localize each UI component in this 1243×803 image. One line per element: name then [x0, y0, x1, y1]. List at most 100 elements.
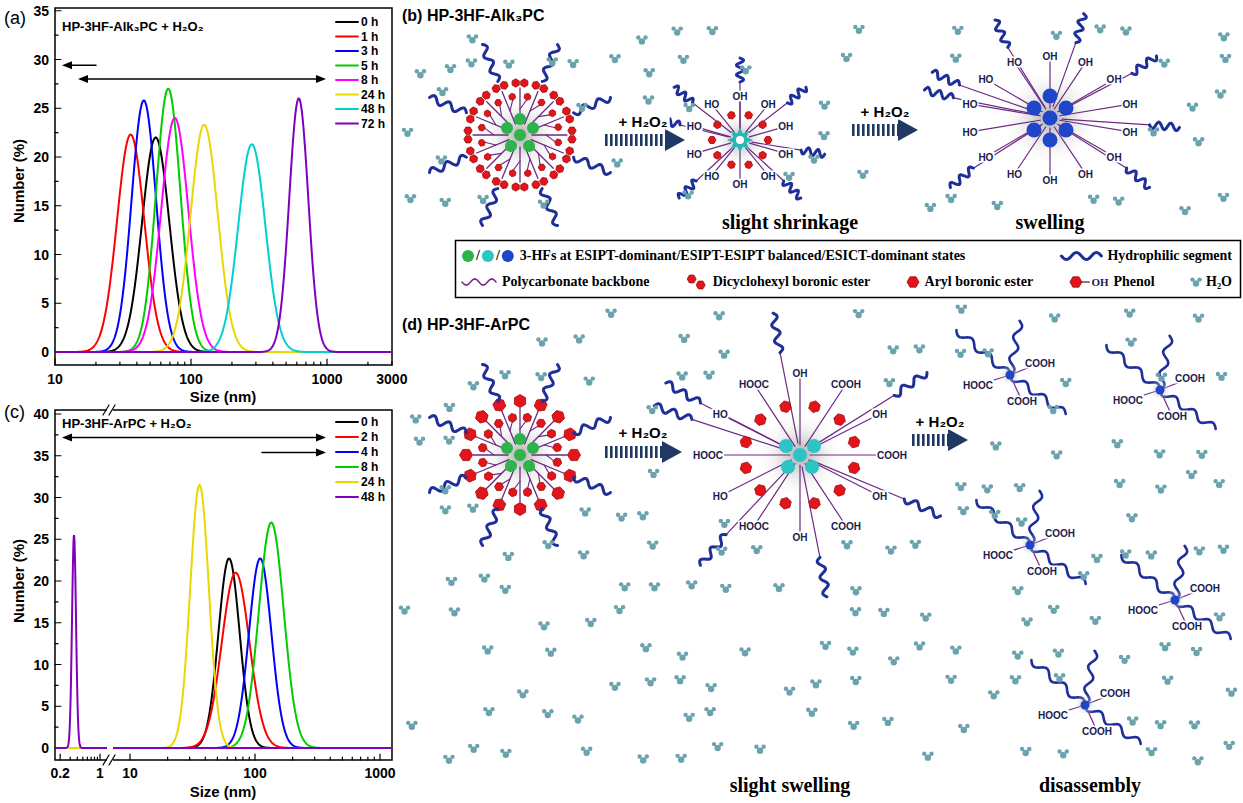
- axis-break-mark: [103, 755, 109, 765]
- water-molecule: [850, 676, 854, 680]
- water-molecule: [848, 721, 852, 725]
- dicyclohexyl-boronic-ester: [566, 147, 574, 155]
- water-molecule: [468, 381, 472, 385]
- legend-label: 5 h: [361, 59, 378, 73]
- size-curve: [56, 523, 391, 748]
- label: 40: [33, 406, 49, 422]
- water-molecule: [674, 675, 678, 679]
- dicyclohexyl-boronic-ester: [550, 91, 558, 99]
- axis-tick: [149, 362, 150, 365]
- trend-arrow: [262, 452, 322, 454]
- water-molecule: [1085, 571, 1089, 575]
- label: HO: [703, 170, 720, 181]
- polycarbonate-backbone: [532, 454, 567, 455]
- water-molecule: [1098, 554, 1102, 558]
- label: OH: [777, 121, 794, 132]
- arrow-stripe: [630, 134, 633, 146]
- axis-tick: [55, 278, 58, 279]
- axis-tick: [255, 362, 256, 365]
- legend-label: Polycarbonate backbone: [502, 274, 649, 290]
- 3hf-dye: [501, 442, 513, 454]
- axis-tick: [314, 757, 315, 760]
- water-molecule: [585, 550, 589, 554]
- label: 15: [33, 198, 49, 214]
- water-molecule: [1057, 749, 1061, 753]
- dicyclohexyl-boronic-ester: [509, 170, 516, 177]
- label: OH: [732, 179, 749, 190]
- axis-tick: [55, 727, 58, 728]
- legend-line: [336, 436, 358, 438]
- legend-line: [336, 79, 358, 81]
- label: OH: [1121, 126, 1138, 137]
- water-molecule: [1222, 89, 1226, 93]
- label: HO: [712, 491, 729, 502]
- arrow-head: [62, 433, 72, 441]
- water-molecule: [443, 155, 447, 159]
- polycarbonate-backbone: [530, 105, 540, 111]
- water-molecule: [524, 689, 528, 693]
- axis-tick: [379, 754, 380, 760]
- water-molecule: [643, 35, 647, 39]
- 3hf-dye: [523, 460, 535, 472]
- core-glow: [1074, 694, 1096, 716]
- axis-tick: [55, 181, 58, 182]
- dicyclohexyl-boronic-ester: [556, 165, 564, 173]
- water-molecule: [922, 752, 926, 756]
- label: 30: [33, 490, 49, 506]
- axis-tick: [82, 757, 83, 760]
- label: COOH: [1156, 411, 1188, 422]
- water-molecule: [451, 403, 455, 407]
- water-molecule: [712, 742, 716, 746]
- legend-hydrophilic-chain: [1061, 253, 1101, 260]
- water-molecule: [1155, 127, 1159, 131]
- 3hf-dye: [779, 439, 793, 453]
- label: OH: [871, 409, 888, 420]
- water-molecule: [1218, 545, 1222, 549]
- water-molecule: [1194, 102, 1198, 106]
- water-molecule: [810, 679, 814, 683]
- water-molecule: [549, 709, 553, 713]
- water-molecule: [621, 605, 625, 609]
- water-molecule: [443, 755, 447, 759]
- water-molecule: [626, 582, 630, 586]
- label: OH: [871, 491, 888, 502]
- water-molecule: [510, 552, 514, 556]
- 3hf-dye: [1171, 596, 1180, 605]
- label: 10: [122, 765, 138, 781]
- water-molecule: [1058, 450, 1062, 454]
- polycarbonate-backbone: [544, 145, 550, 155]
- axis-tick: [55, 156, 61, 157]
- aryl-boronic-ester: [568, 449, 581, 460]
- polycarbonate-backbone: [500, 105, 502, 116]
- water-molecule: [643, 68, 647, 72]
- dicyclohexyl-boronic-ester: [555, 139, 562, 146]
- dicyclohexyl-boronic-ester: [492, 178, 500, 186]
- water-molecule: [587, 507, 591, 511]
- water-molecule: [437, 87, 441, 91]
- water-molecule: [612, 309, 616, 313]
- dicyclohexyl-boronic-ester: [500, 181, 508, 189]
- water-molecule: [718, 350, 722, 354]
- water-molecule: [1056, 313, 1060, 317]
- aryl-boronic-ester: [708, 137, 716, 144]
- label: OH: [1042, 175, 1059, 186]
- water-molecule: [1186, 470, 1190, 474]
- 3hf-dye: [807, 439, 821, 453]
- water-molecule: [1146, 747, 1150, 751]
- water-molecule: [720, 584, 724, 588]
- water-molecule: [554, 57, 558, 61]
- trend-arrow: [66, 437, 322, 439]
- dicyclohexyl-boronic-ester: [470, 107, 478, 115]
- water-molecule: [468, 744, 472, 748]
- label: COOH: [1174, 373, 1206, 384]
- legend-label: Dicyclohexyl boronic ester: [713, 274, 871, 290]
- water-molecule: [1225, 193, 1229, 197]
- water-molecule: [637, 511, 641, 515]
- water-molecule: [1213, 479, 1217, 483]
- water-molecule: [1133, 337, 1137, 341]
- water-molecule: [538, 621, 542, 625]
- polycarbonate-backbone: [490, 153, 501, 155]
- water-molecule: [1016, 517, 1020, 521]
- legend-label: 8 h: [361, 460, 378, 474]
- label: HOOC: [738, 521, 770, 532]
